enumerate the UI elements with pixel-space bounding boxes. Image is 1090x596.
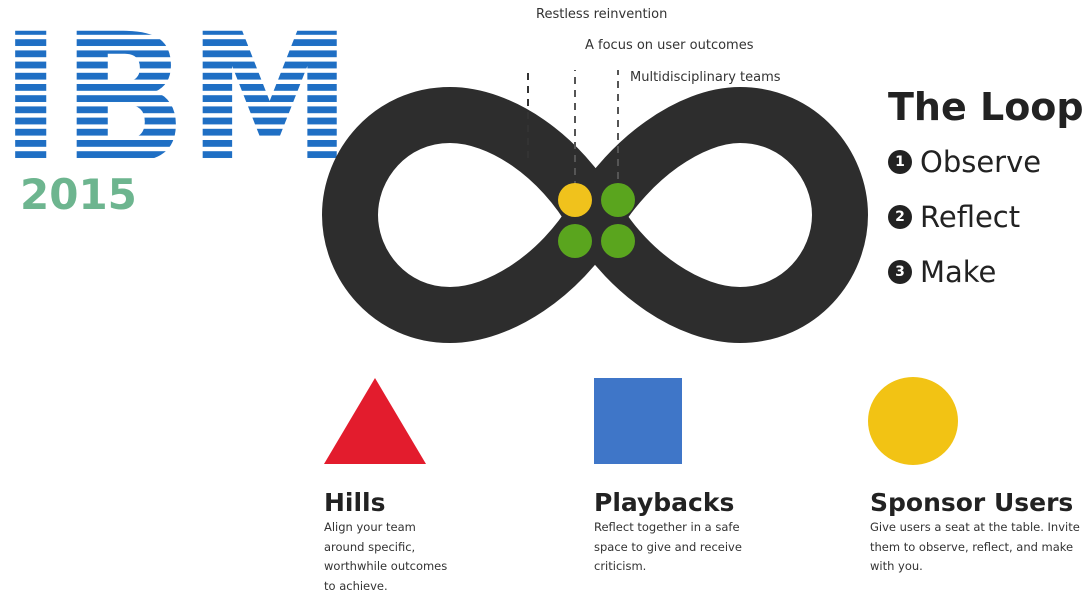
year-label: 2015 [20, 170, 137, 219]
loop-step-observe: 1 Observe [888, 142, 1041, 182]
sponsor-users-description: Give users a seat at the table. Invite t… [870, 518, 1080, 577]
step-number-1: 1 [888, 150, 912, 174]
playbacks-desc-line: criticism. [594, 557, 742, 577]
step-number-3: 3 [888, 260, 912, 284]
sponsor-users-desc-line: them to observe, reflect, and make [870, 538, 1080, 558]
green-dot-bottom-right [601, 224, 635, 258]
annotation-restless-reinvention: Restless reinvention [536, 7, 667, 22]
playbacks-square-icon [594, 378, 682, 464]
hills-description: Align your team around specific, worthwh… [324, 518, 447, 596]
sponsor-users-circle-icon [868, 377, 958, 465]
annotation-multidisciplinary-teams: Multidisciplinary teams [630, 70, 781, 85]
sponsor-users-desc-line: with you. [870, 557, 1080, 577]
hills-desc-line: around specific, [324, 538, 447, 558]
sponsor-users-desc-line: Give users a seat at the table. Invite [870, 518, 1080, 538]
annotation-user-outcomes: A focus on user outcomes [585, 38, 754, 53]
hills-triangle-icon [322, 376, 428, 466]
sponsor-users-title: Sponsor Users [870, 488, 1073, 517]
step-label-make: Make [920, 255, 996, 289]
playbacks-desc-line: space to give and receive [594, 538, 742, 558]
infinity-loop-band [350, 115, 840, 315]
playbacks-description: Reflect together in a safe space to give… [594, 518, 742, 577]
hills-desc-line: to achieve. [324, 577, 447, 596]
infinity-loop-diagram [300, 70, 900, 360]
playbacks-desc-line: Reflect together in a safe [594, 518, 742, 538]
hills-title: Hills [324, 488, 386, 517]
playbacks-title: Playbacks [594, 488, 734, 517]
loop-step-reflect: 2 Reflect [888, 197, 1020, 237]
yellow-dot [558, 183, 592, 217]
step-number-2: 2 [888, 205, 912, 229]
step-label-observe: Observe [920, 145, 1041, 179]
loop-step-make: 3 Make [888, 252, 996, 292]
hills-desc-line: worthwhile outcomes [324, 557, 447, 577]
step-label-reflect: Reflect [920, 200, 1020, 234]
loop-title: The Loop [888, 85, 1084, 129]
green-dot-bottom-left [558, 224, 592, 258]
hills-desc-line: Align your team [324, 518, 447, 538]
green-dot-top-right [601, 183, 635, 217]
